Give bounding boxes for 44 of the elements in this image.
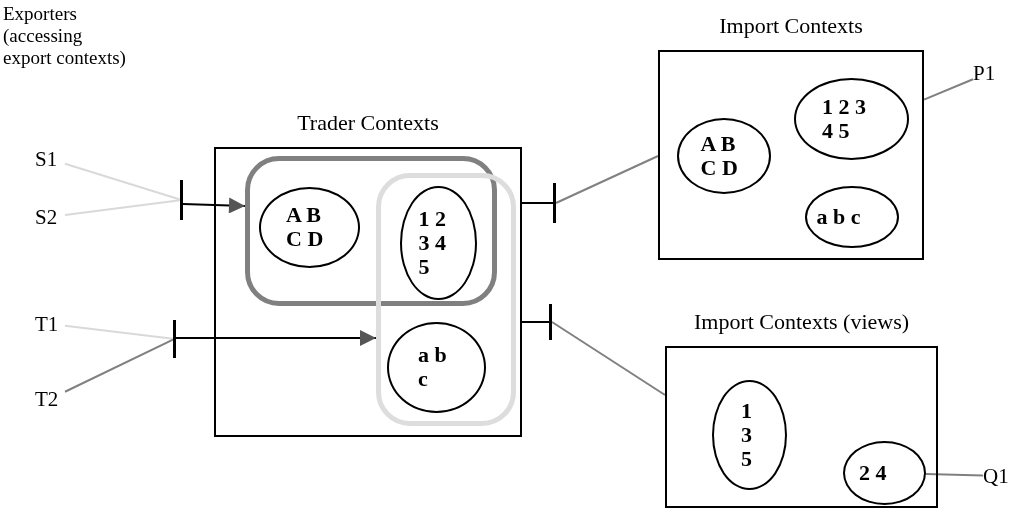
connector-line <box>521 202 554 204</box>
context-oval <box>804 185 899 248</box>
context-members: 1 3 5 <box>741 398 753 471</box>
context-oval <box>711 379 787 490</box>
connector-line <box>551 321 666 396</box>
connector-line <box>521 321 550 323</box>
frame-title: Import Contexts (views) <box>693 309 910 334</box>
connector-line <box>64 338 174 393</box>
context-oval <box>676 117 771 194</box>
port-name: T1 <box>35 312 59 336</box>
context-members: a b c <box>816 204 862 229</box>
frame-title: Import Contexts <box>719 13 863 38</box>
port-name: S1 <box>35 147 58 171</box>
port-bar <box>173 320 176 358</box>
context-oval <box>258 186 360 268</box>
context-members: 1 2 3 4 5 <box>418 207 447 279</box>
connector-line <box>925 473 984 477</box>
context-oval <box>386 321 486 413</box>
connector-line <box>64 324 174 340</box>
arrow <box>182 197 246 214</box>
port-name: S2 <box>35 205 58 229</box>
context-members: 1 2 3 4 5 <box>822 94 867 143</box>
port-name: T2 <box>35 387 59 411</box>
port-bar <box>180 180 183 220</box>
port-bar <box>549 304 552 340</box>
context-members: a b c <box>418 343 448 391</box>
context-group-outline <box>375 172 516 426</box>
context-group-outline <box>244 155 497 306</box>
heading-note: Exporters (accessing export contexts) <box>3 3 127 69</box>
port-name: P1 <box>973 61 996 85</box>
connector-line <box>555 155 659 204</box>
frame-title: Trader Contexts <box>297 110 439 135</box>
context-members: A B C D <box>700 131 739 180</box>
connector-line <box>64 199 181 217</box>
arrow <box>175 330 377 346</box>
context-members: 2 4 <box>859 460 888 485</box>
connector-line <box>64 162 181 201</box>
port-name: Q1 <box>983 464 1009 488</box>
context-oval <box>400 186 477 300</box>
context-oval <box>842 440 926 505</box>
context-oval <box>793 77 909 160</box>
connector-line <box>923 78 974 101</box>
context-members: A B C D <box>286 203 325 251</box>
port-bar <box>553 183 556 223</box>
